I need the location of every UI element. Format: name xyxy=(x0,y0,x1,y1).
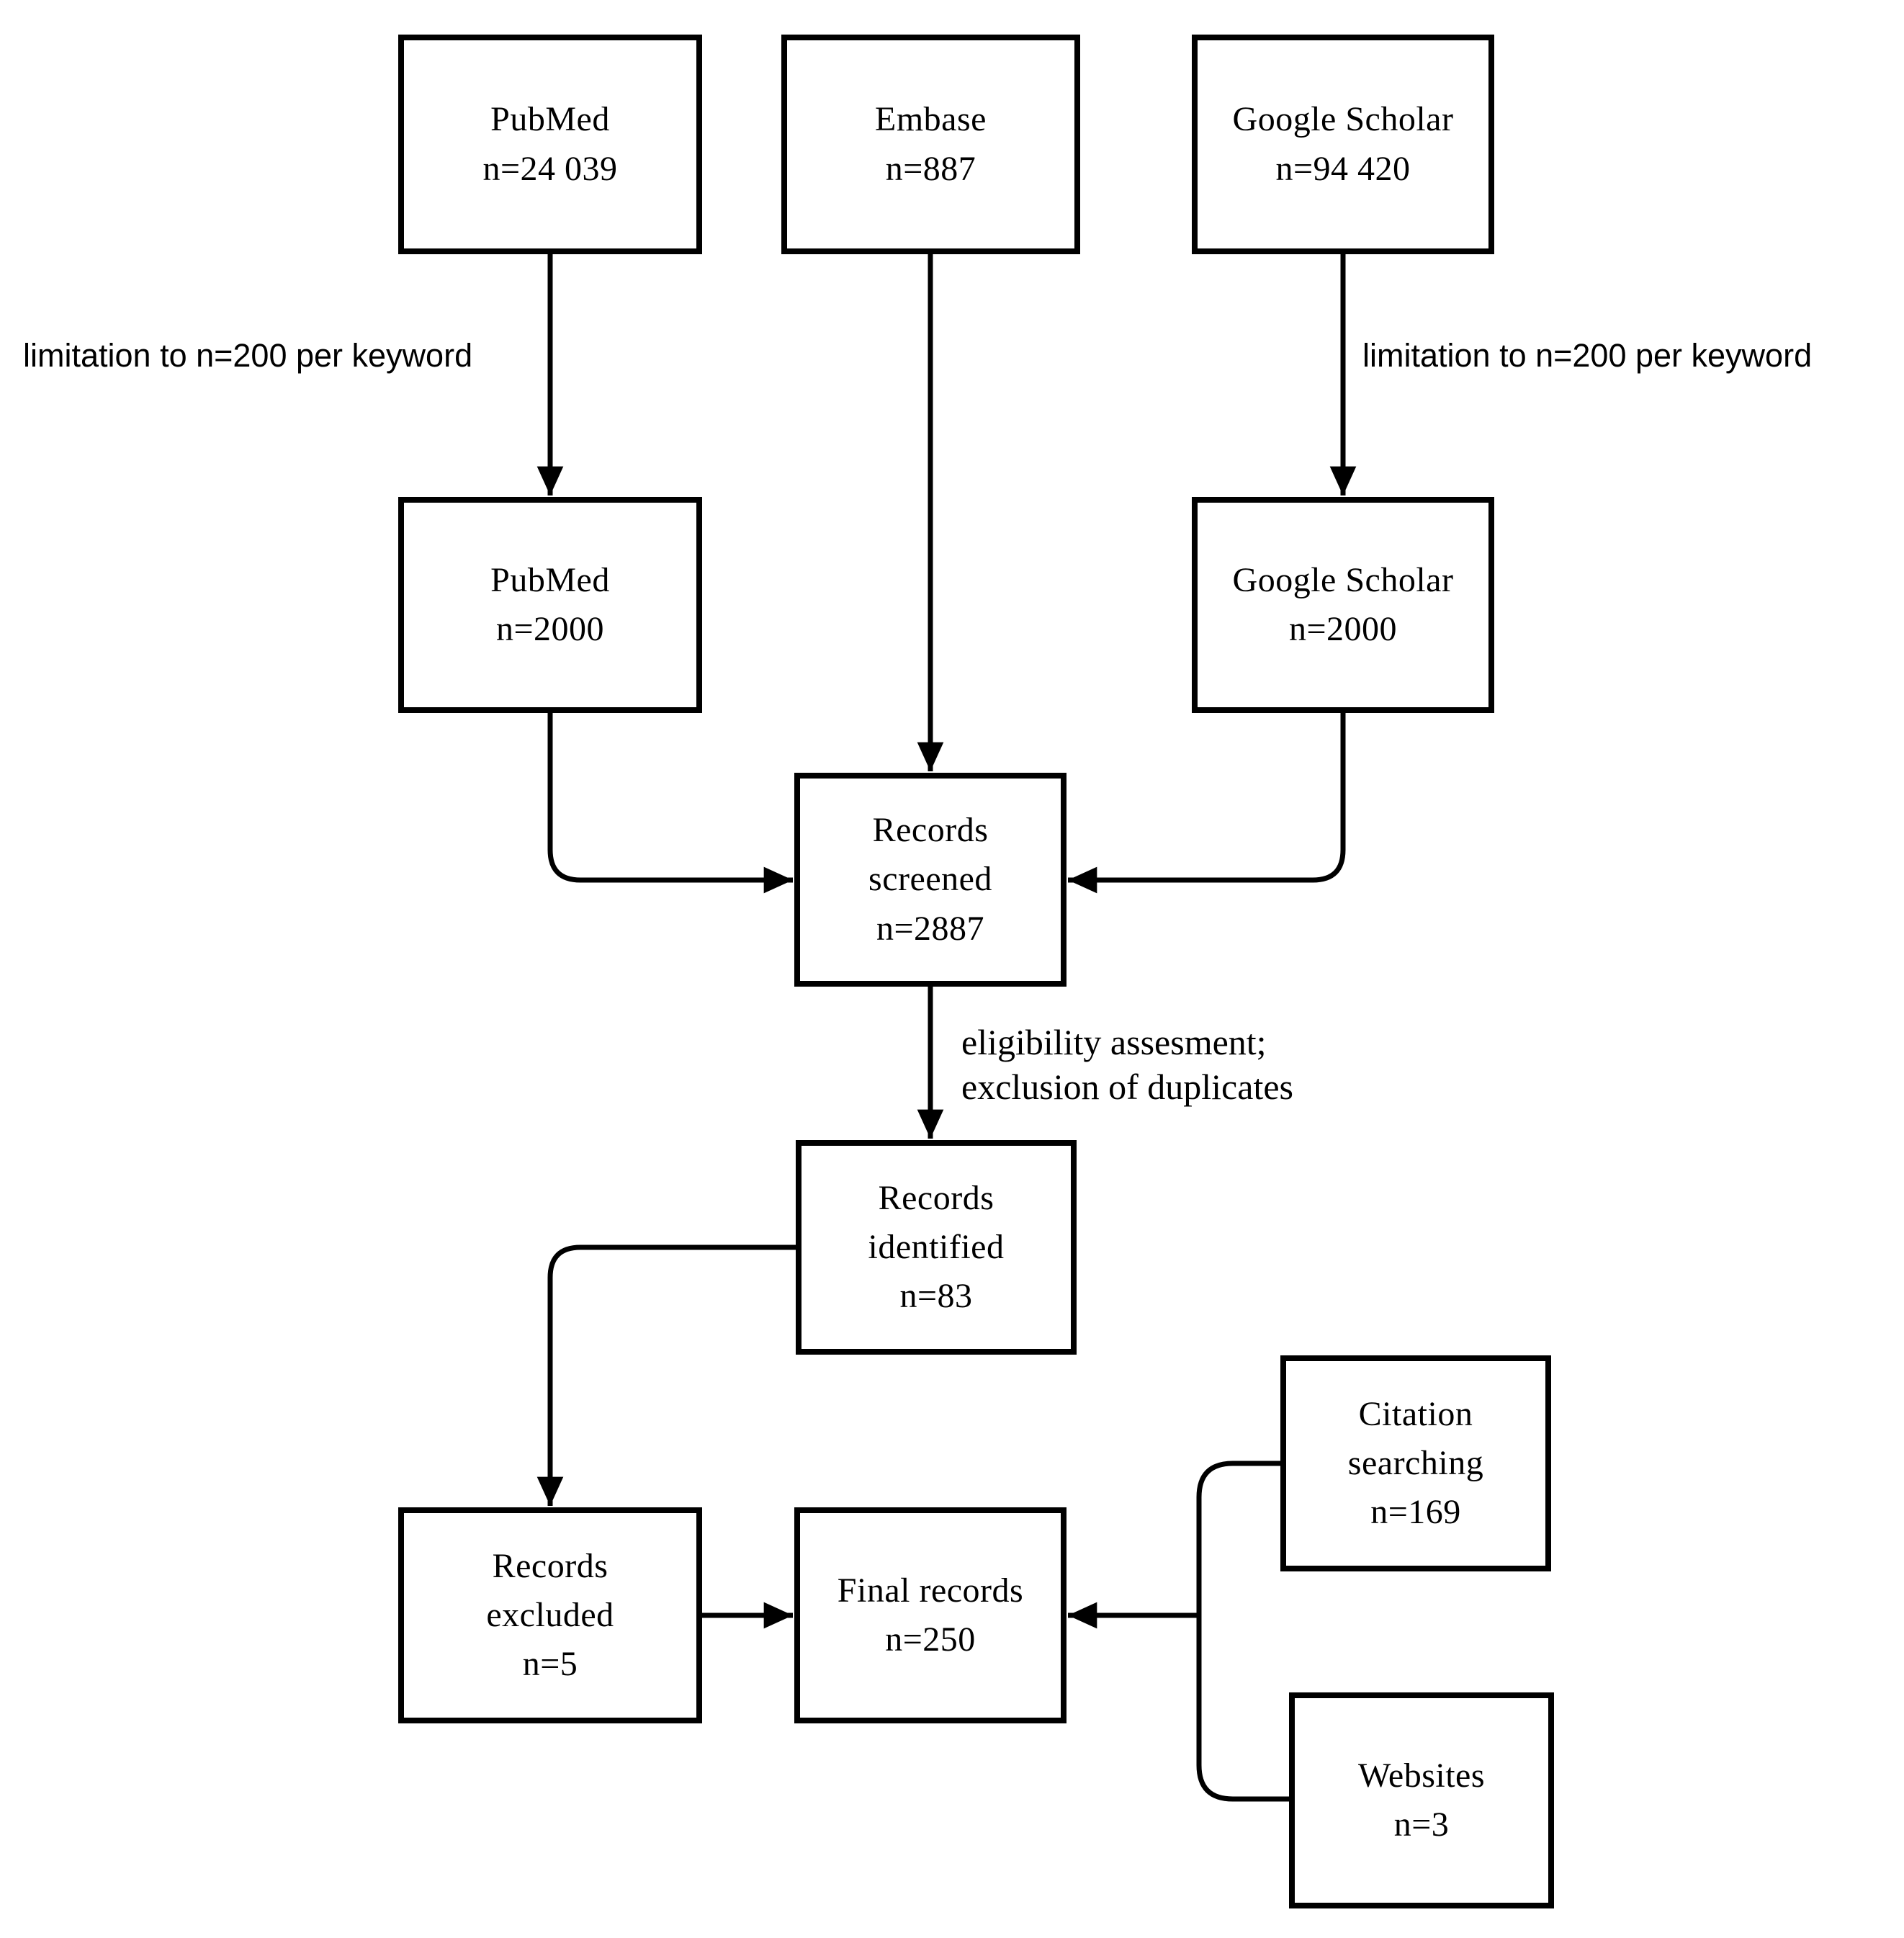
node-google-initial: Google Scholar n=94 420 xyxy=(1192,35,1494,254)
node-line: Records xyxy=(878,1178,994,1217)
node-count: n=2000 xyxy=(495,610,605,648)
node-label: Records identified n=83 xyxy=(868,1174,1005,1321)
node-count: n=94 420 xyxy=(1275,149,1411,188)
node-line: Embase xyxy=(875,100,987,139)
annotation-eligibility-line1: eligibility assesment; xyxy=(961,1022,1267,1062)
node-line: identified xyxy=(868,1227,1005,1266)
node-line: excluded xyxy=(486,1595,614,1634)
node-count: n=5 xyxy=(522,1645,578,1684)
node-line: PubMed xyxy=(490,100,610,139)
node-label: PubMed n=2000 xyxy=(490,556,610,654)
node-count: n=169 xyxy=(1370,1493,1461,1532)
node-label: Records screened n=2887 xyxy=(868,806,992,953)
node-count: n=83 xyxy=(899,1277,973,1316)
node-line: Final records xyxy=(837,1571,1024,1610)
connector-citation-websites-merge xyxy=(1196,1461,1289,1802)
node-line: screened xyxy=(868,860,992,899)
node-final-records: Final records n=250 xyxy=(794,1507,1066,1723)
annotation-limitation-right: limitation to n=200 per keyword xyxy=(1362,337,1813,374)
annotation-eligibility-line2: exclusion of duplicates xyxy=(961,1067,1293,1107)
node-label: Google Scholar n=2000 xyxy=(1233,556,1454,654)
node-label: Google Scholar n=94 420 xyxy=(1233,95,1454,193)
node-records-screened: Records screened n=2887 xyxy=(794,773,1066,987)
node-embase: Embase n=887 xyxy=(781,35,1080,254)
node-label: Records excluded n=5 xyxy=(486,1542,614,1689)
node-records-identified: Records identified n=83 xyxy=(796,1140,1077,1355)
node-line: searching xyxy=(1347,1443,1484,1482)
node-count: n=24 039 xyxy=(482,149,618,188)
node-line: Google Scholar xyxy=(1232,100,1454,139)
annotation-eligibility: eligibility assesment; exclusion of dupl… xyxy=(961,1020,1293,1109)
annotation-limitation-left: limitation to n=200 per keyword xyxy=(23,337,473,374)
arrow-records-identified-to-excluded xyxy=(536,1244,796,1507)
node-line: Records xyxy=(872,811,989,850)
node-line: Citation xyxy=(1358,1394,1473,1433)
arrow-pubmed-limited-to-records-screened xyxy=(547,713,793,894)
node-label: Websites n=3 xyxy=(1358,1751,1485,1849)
node-count: n=2000 xyxy=(1288,610,1398,648)
node-label: Embase n=887 xyxy=(875,95,987,193)
node-pubmed-initial: PubMed n=24 039 xyxy=(398,35,702,254)
node-label: Final records n=250 xyxy=(838,1566,1023,1664)
node-line: PubMed xyxy=(490,560,610,599)
node-records-excluded: Records excluded n=5 xyxy=(398,1507,702,1723)
node-count: n=2887 xyxy=(876,909,985,948)
node-line: Websites xyxy=(1357,1756,1486,1795)
node-count: n=3 xyxy=(1393,1805,1450,1844)
node-google-limited: Google Scholar n=2000 xyxy=(1192,497,1494,713)
node-count: n=250 xyxy=(885,1620,976,1659)
node-pubmed-limited: PubMed n=2000 xyxy=(398,497,702,713)
node-count: n=887 xyxy=(885,149,976,188)
node-label: PubMed n=24 039 xyxy=(482,95,617,193)
node-line: Records xyxy=(492,1546,609,1585)
node-citation-searching: Citation searching n=169 xyxy=(1280,1355,1551,1571)
node-label: Citation searching n=169 xyxy=(1348,1390,1483,1537)
node-websites: Websites n=3 xyxy=(1289,1692,1554,1908)
node-line: Google Scholar xyxy=(1232,560,1454,599)
arrow-google-limited-to-records-screened xyxy=(1068,713,1346,894)
